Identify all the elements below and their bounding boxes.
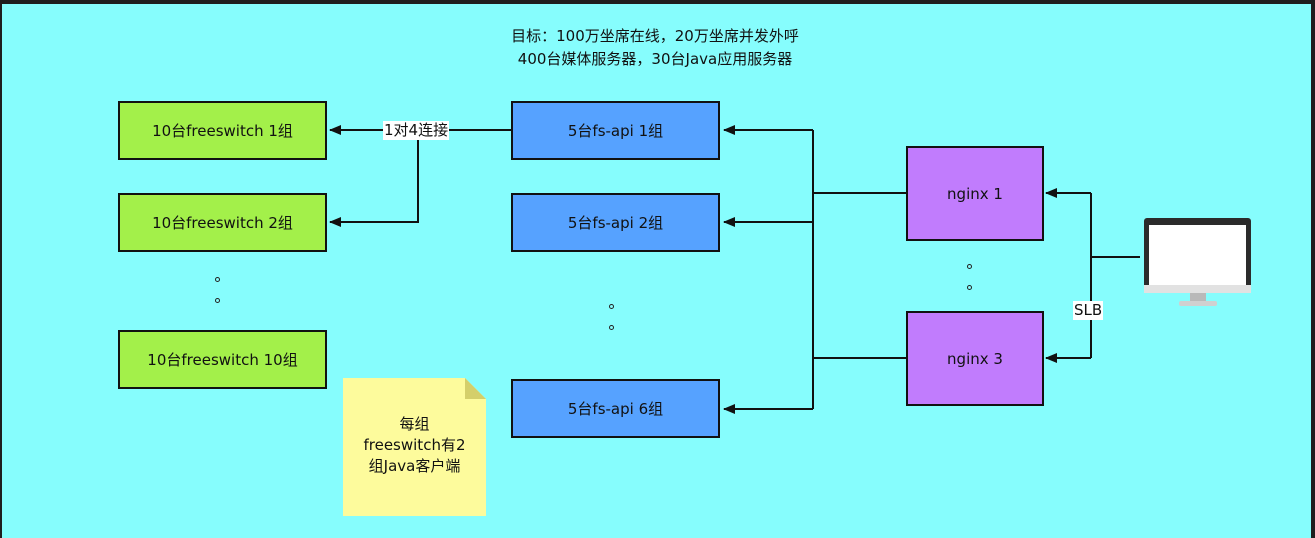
sticky-note[interactable]: 每组 freeswitch有2 组Java客户端 — [343, 378, 486, 516]
ellipsis-dot — [967, 264, 972, 269]
fs-api-group-6[interactable]: 5台fs-api 6组 — [511, 379, 720, 438]
note-shape — [343, 378, 486, 516]
fs-api-group-1[interactable]: 5台fs-api 1组 — [511, 101, 720, 160]
fs-api-group-2[interactable]: 5台fs-api 2组 — [511, 193, 720, 252]
freeswitch-group-1[interactable]: 10台freeswitch 1组 — [118, 101, 327, 160]
ellipsis-dot — [967, 285, 972, 290]
edge-label-slb: SLB — [1073, 301, 1104, 320]
diagram-title-line-1: 目标：100万坐席在线，20万坐席并发外呼 — [511, 27, 799, 45]
edge-api1-to-fsw2 — [329, 130, 419, 227]
diagram-board — [2, 4, 1311, 538]
freeswitch-group-10[interactable]: 10台freeswitch 10组 — [118, 330, 327, 389]
sticky-note-text: 每组 freeswitch有2 组Java客户端 — [363, 415, 466, 475]
ellipsis-dot — [609, 304, 614, 309]
nginx-node-3[interactable]: nginx 3 — [906, 311, 1044, 406]
ellipsis-dot — [609, 325, 614, 330]
ellipsis-dot — [215, 277, 220, 282]
desktop-monitor-icon — [1144, 218, 1251, 306]
ellipsis-dot — [215, 298, 220, 303]
edge-label-one-to-four: 1对4连接 — [383, 121, 450, 140]
diagram-title-line-2: 400台媒体服务器，30台Java应用服务器 — [517, 50, 793, 68]
nginx-node-1[interactable]: nginx 1 — [906, 146, 1044, 241]
freeswitch-group-2[interactable]: 10台freeswitch 2组 — [118, 193, 327, 252]
